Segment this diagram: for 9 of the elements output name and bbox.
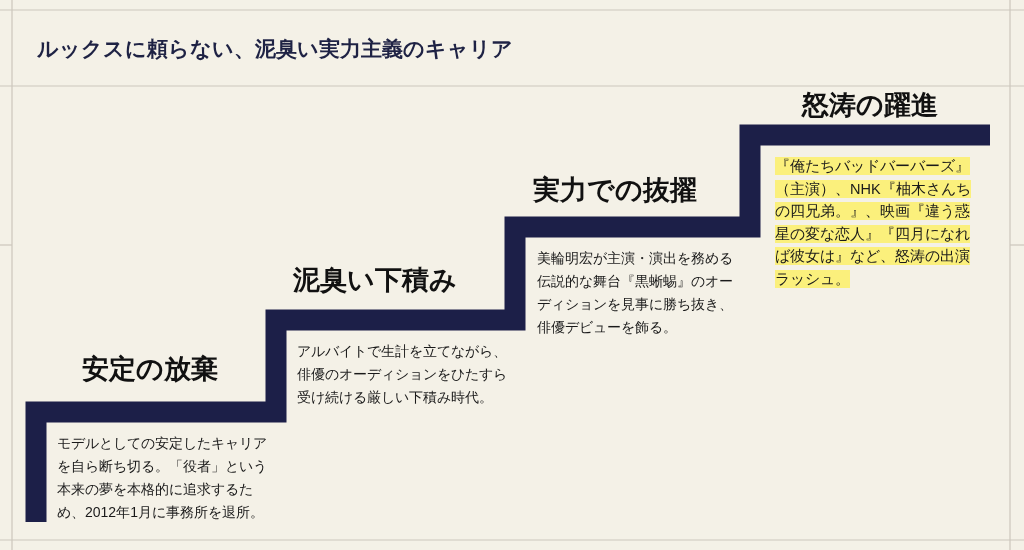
step-description: 美輪明宏が主演・演出を務める伝説的な舞台『黒蜥蜴』のオーディションを見事に勝ち抜き、俳優デビューを飾る。 (537, 249, 734, 337)
step-description: モデルとしての安定したキャリアを自ら断ち切る。「役者」という本来の夢を本格的に追求するため、2012年1月に事務所を退所。 (57, 434, 268, 522)
step-heading: 泥臭い下積み (292, 264, 458, 297)
highlighted-description: 『俺たちバッドバーバーズ』（主演）、NHK『柚木さんちの四兄弟。』、映画『違う惑星の変な恋人』『四月になれば彼女は』など、怒涛の出演ラッシュ。 (775, 156, 972, 290)
page-title: ルックスに頼らない、泥臭い実力主義のキャリア (37, 35, 513, 63)
step-description: アルバイトで生計を立てながら、俳優のオーディションをひたすら受け続ける厳しい下積み時代。 (297, 342, 508, 407)
step-heading: 実力での抜擢 (532, 174, 698, 207)
step-heading: 怒涛の躍進 (800, 89, 939, 122)
step-heading: 安定の放棄 (81, 353, 219, 386)
